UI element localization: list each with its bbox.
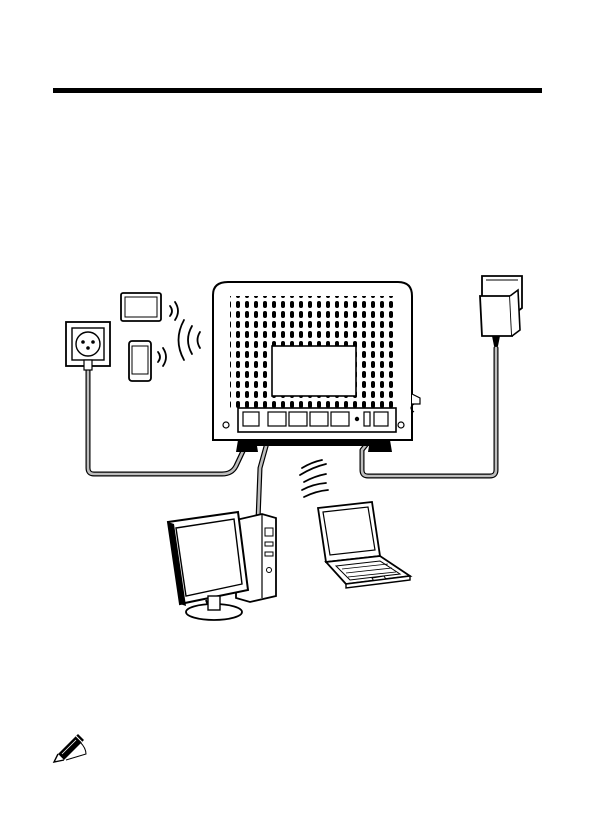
router-icon bbox=[213, 282, 420, 452]
tablet-icon bbox=[121, 293, 161, 321]
pen-note-icon bbox=[54, 734, 86, 762]
laptop-icon bbox=[318, 502, 410, 588]
power-adapter-icon bbox=[480, 276, 522, 346]
desktop-computer-icon bbox=[168, 512, 276, 620]
smartphone-icon bbox=[129, 341, 151, 381]
phone-socket-icon bbox=[66, 322, 110, 370]
